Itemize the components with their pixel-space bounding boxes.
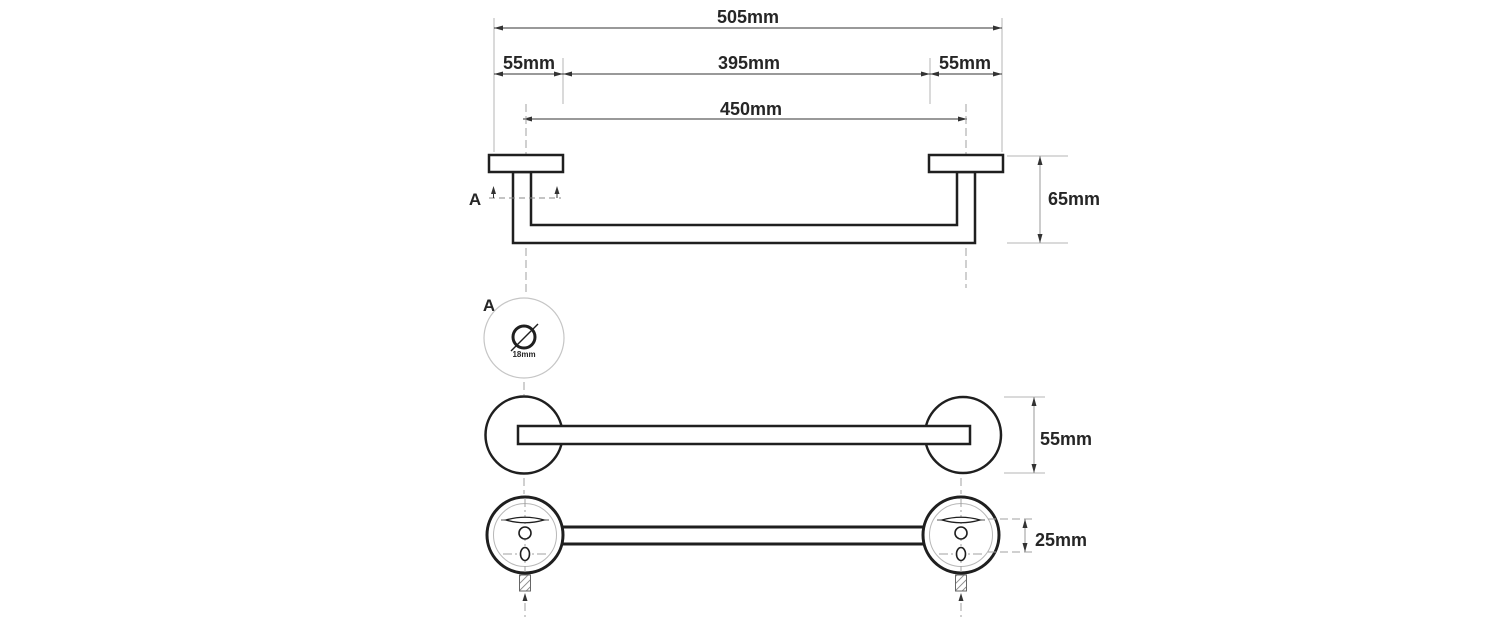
rail-profile — [511, 170, 977, 245]
mount-slot — [503, 516, 547, 524]
screw-anchor — [955, 574, 967, 592]
section-cut-marks: A — [469, 186, 561, 209]
dim-overall-length-label: 505mm — [717, 7, 779, 27]
dim-25mm-depth: 25mm — [988, 518, 1087, 553]
plan-view: 25mm — [485, 495, 1087, 617]
mount-hole — [954, 526, 968, 540]
tube-section-circle — [511, 324, 537, 350]
mount-screw-hole — [519, 546, 531, 562]
dim-right-offset-label: 55mm — [939, 53, 991, 73]
front-elevation-view: 55mm — [484, 382, 1092, 494]
dim-rose-diameter-label: 55mm — [1040, 429, 1092, 449]
dim-65mm: 65mm — [1007, 155, 1100, 244]
mount-plan-left — [485, 495, 565, 617]
section-mark-label: A — [469, 190, 481, 209]
top-dimension-rows: 505mm 55mm 395mm 55mm 450mm — [493, 7, 1003, 152]
mount-hole — [518, 526, 532, 540]
dim-bar-depth-label: 25mm — [1035, 530, 1087, 550]
mount-plan-right — [921, 495, 1001, 617]
mount-screw-hole — [955, 546, 967, 562]
towel-bar-front — [516, 424, 972, 446]
mount-slot — [939, 516, 983, 524]
dim-55mm-rose: 55mm — [1004, 396, 1092, 474]
side-elevation-view: A 65mm — [469, 104, 1100, 296]
diameter-slash — [510, 323, 539, 352]
dim-left-offset-label: 55mm — [503, 53, 555, 73]
dim-tube-diameter-label: 18mm — [512, 350, 535, 359]
wall-plate-right — [927, 153, 1005, 174]
screw-anchor — [519, 574, 531, 592]
dim-mount-centers-label: 450mm — [720, 99, 782, 119]
dim-bracket-height-label: 65mm — [1048, 189, 1100, 209]
detail-mark-label: A — [483, 296, 495, 315]
dim-between-mounts-label: 395mm — [718, 53, 780, 73]
wall-plate-left — [487, 153, 565, 174]
detail-a-view: A 18mm — [483, 296, 565, 379]
